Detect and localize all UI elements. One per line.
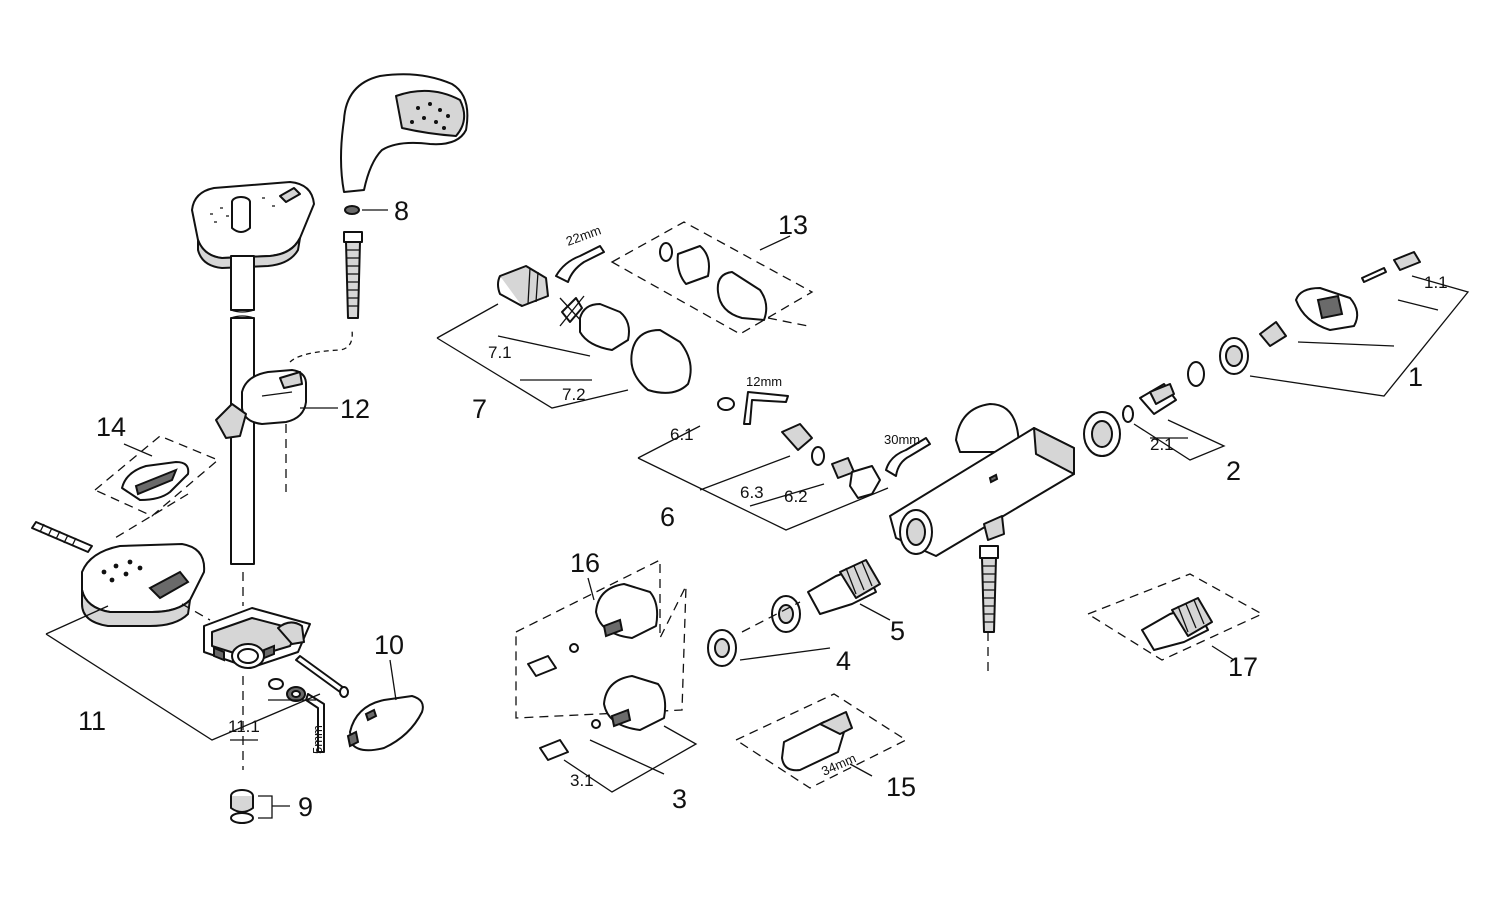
wrench-22mm [555, 245, 605, 283]
label-6-3: 6.3 [740, 483, 764, 502]
bracket-7 [436, 303, 629, 409]
slide-rail [230, 255, 255, 565]
tool-22mm-label: 22mm [564, 222, 603, 248]
wall-bracket-assembly [31, 521, 206, 627]
tool-30mm-label: 30mm [884, 432, 920, 447]
hand-shower [340, 73, 469, 193]
label-13: 13 [778, 210, 808, 240]
item-3-knob [539, 675, 667, 761]
label-9: 9 [298, 792, 313, 822]
label-7-1: 7.1 [488, 343, 512, 362]
item-15-box [734, 693, 908, 789]
label-7-2: 7.2 [562, 385, 586, 404]
label-7: 7 [472, 394, 487, 424]
soap-dish-box [93, 435, 220, 517]
label-17: 17 [1228, 652, 1258, 682]
label-12: 12 [340, 394, 370, 424]
item-3-ring [707, 629, 737, 667]
bracket-3 [563, 725, 698, 793]
rail-clamp-base [203, 607, 311, 669]
label-3-1: 3.1 [570, 771, 594, 790]
connection-hose [979, 545, 999, 633]
tool-12mm-label: 12mm [746, 374, 782, 389]
item-4-ring [771, 595, 801, 633]
item-16-box [515, 558, 687, 719]
bracket-11 [45, 605, 321, 741]
bracket-4 [739, 647, 831, 661]
tool-5mm-label: 5mm [310, 725, 325, 754]
shower-hose [343, 231, 363, 319]
bracket-9 [258, 795, 290, 819]
bracket-5 [859, 603, 891, 621]
end-cap-parts [230, 789, 254, 824]
bracket-2 [1133, 419, 1226, 461]
label-11-1: 11.1 [228, 717, 260, 736]
label-11: 11 [78, 706, 106, 736]
bracket-15 [849, 763, 873, 777]
label-4: 4 [836, 646, 851, 676]
rail-top-bracket [191, 181, 315, 269]
bracket-10 [389, 659, 397, 701]
bracket-13 [759, 235, 791, 251]
sliding-holder [215, 369, 307, 439]
label-1-1: 1.1 [1424, 273, 1448, 292]
bracket-14 [123, 443, 153, 457]
cartridge-axis [741, 601, 801, 633]
label-16: 16 [570, 548, 600, 578]
mixer-body [889, 403, 1075, 557]
soap-dish-axis [114, 493, 189, 539]
item-7-parts [497, 265, 692, 394]
bracket-17 [1211, 645, 1235, 661]
label-8: 8 [394, 196, 409, 226]
item-1-parts [1219, 251, 1421, 375]
item-2-parts [1083, 361, 1205, 457]
label-14: 14 [96, 412, 126, 442]
bracket-1 [1249, 275, 1470, 397]
label-2-1: 2.1 [1150, 435, 1174, 454]
item-17-box [1086, 573, 1264, 661]
wrench-30mm [885, 437, 931, 477]
label-6: 6 [660, 502, 675, 532]
item-13-box [610, 221, 814, 335]
label-1: 1 [1408, 362, 1423, 392]
bracket-16 [587, 577, 595, 601]
item-6-parts [717, 391, 881, 499]
item-13-axis [767, 317, 809, 327]
label-6-1: 6.1 [670, 425, 694, 444]
hose-washer [344, 205, 388, 215]
label-15: 15 [886, 772, 916, 802]
item-5-cartridge [807, 559, 881, 615]
hose-link [289, 329, 353, 363]
label-5: 5 [890, 616, 905, 646]
bracket-6 [637, 425, 889, 531]
label-2: 2 [1226, 456, 1241, 486]
label-10: 10 [374, 630, 404, 660]
clamp-nut-washer [268, 678, 306, 702]
bracket-axis [181, 603, 211, 621]
label-3: 3 [672, 784, 687, 814]
clamp-screw [295, 655, 349, 698]
label-6-2: 6.2 [784, 487, 808, 506]
cover-cap [346, 695, 424, 752]
